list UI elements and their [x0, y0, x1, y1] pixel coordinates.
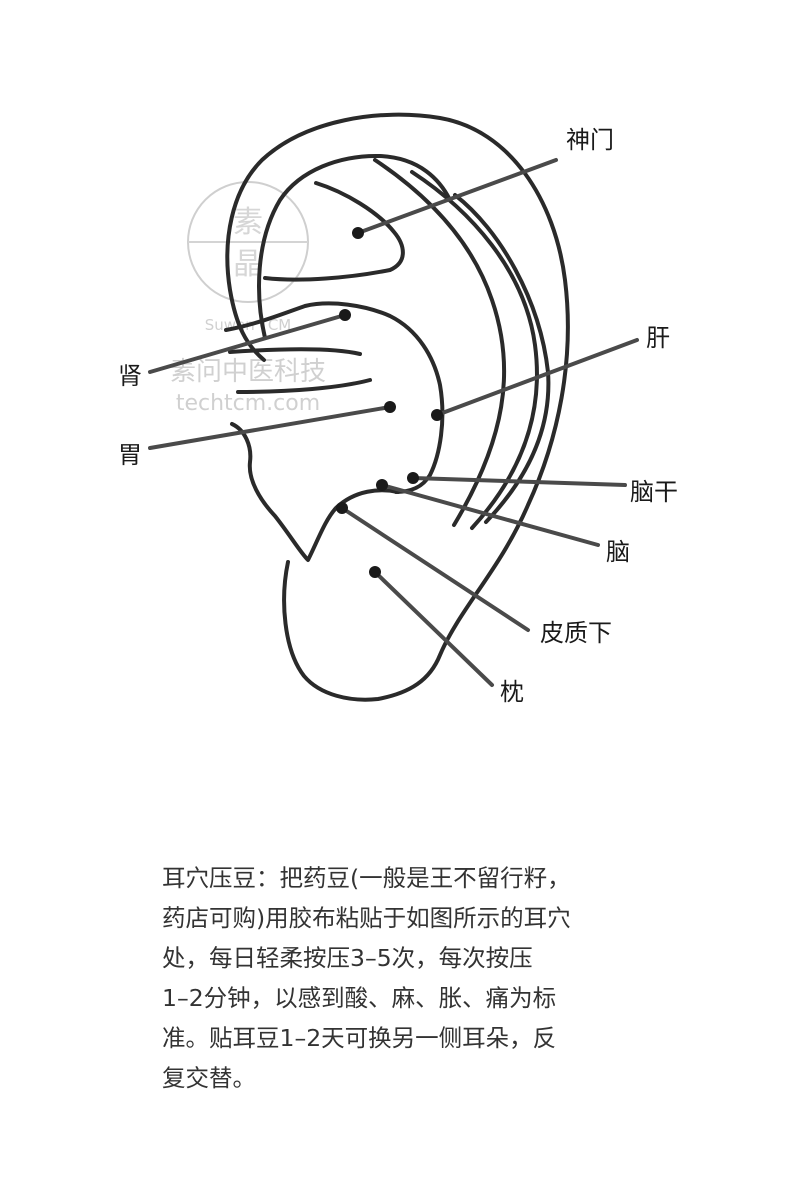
point-pizhixia: [336, 502, 348, 514]
point-shenmen: [352, 227, 364, 239]
label-wei: 胃: [118, 441, 142, 469]
leader-naogan: [411, 476, 627, 487]
ear-antihelix-1: [373, 158, 507, 527]
label-zhen: 枕: [500, 678, 524, 706]
point-nao: [376, 479, 388, 491]
leader-shenmen: [356, 158, 558, 235]
ear-crus-lower: [236, 378, 372, 394]
ear-tragus: [230, 422, 400, 562]
watermark-brand-cn: 素问中医科技: [170, 357, 326, 387]
leader-wei: [148, 405, 392, 450]
point-wei: [384, 401, 396, 413]
label-shenmen: 神门: [566, 126, 614, 154]
ear-triangular-fossa: [263, 181, 405, 282]
leader-lines: [148, 158, 639, 687]
label-nao: 脑: [606, 538, 630, 566]
ear-helix-outer: [225, 112, 570, 702]
ear-concha-upper: [224, 301, 445, 494]
acupoint-markers: [336, 227, 443, 578]
ear-antihelix-2: [410, 170, 539, 530]
leader-nao: [380, 483, 600, 547]
label-shen: 肾: [118, 362, 142, 390]
point-zhen: [369, 566, 381, 578]
label-pizhixia: 皮质下: [540, 619, 612, 647]
label-gan: 肝: [646, 324, 670, 352]
watermark: 素 晶 Suwen TCM 素问中医科技 techtcm.com: [170, 181, 326, 416]
instructions-text: 耳穴压豆：把药豆(一般是王不留行籽， 药店可购)用胶布粘贴于如图所示的耳穴 处，…: [162, 864, 571, 1092]
point-naogan: [407, 472, 419, 484]
ear-helix-inner: [257, 153, 452, 340]
leader-zhen: [373, 570, 494, 687]
acupoint-labels: 神门 肝 肾 胃 脑干 脑 皮质下 枕: [118, 126, 678, 706]
label-naogan: 脑干: [630, 478, 678, 506]
ear-acupoint-diagram: 素 晶 Suwen TCM 素问中医科技 techtcm.com: [118, 112, 678, 706]
point-shen: [339, 309, 351, 321]
leader-shen: [148, 313, 347, 374]
ear-helix-crus: [228, 347, 362, 356]
ear-outline: [224, 112, 570, 702]
point-gan: [431, 409, 443, 421]
watermark-site: techtcm.com: [176, 391, 320, 416]
leader-gan: [435, 338, 639, 417]
leader-pizhixia: [340, 506, 530, 632]
watermark-glyph-top: 素: [233, 205, 263, 240]
